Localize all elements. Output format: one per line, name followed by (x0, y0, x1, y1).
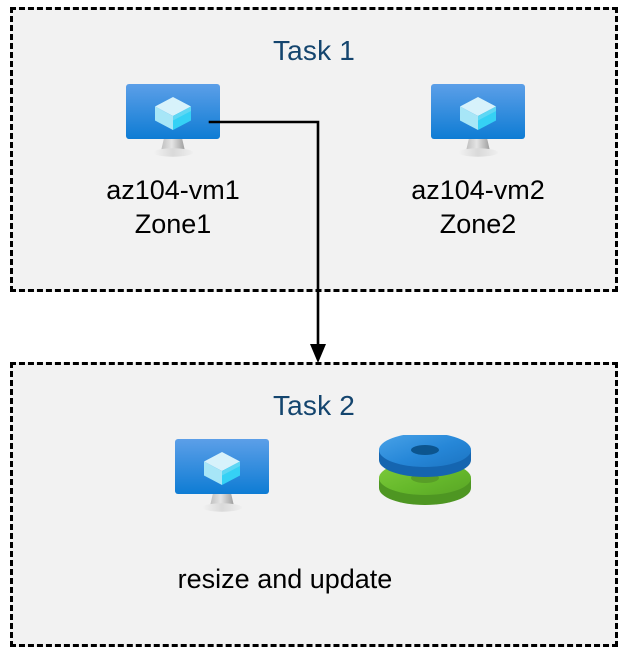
task-2-container: Task 2 (10, 362, 618, 647)
task-2-heading: Task 2 (272, 390, 356, 421)
azure-disks-icon (375, 435, 475, 515)
node-label-resize-and-update: resize and update (177, 564, 393, 594)
azure-virtual-machine-icon (428, 80, 528, 160)
task-1-container: Task 1 (10, 7, 618, 292)
task-1-heading: Task 1 (272, 35, 356, 66)
node-resize-and-update[interactable]: resize and update (95, 435, 475, 597)
azure-virtual-machine-icon (172, 435, 272, 515)
azure-virtual-machine-icon (123, 80, 223, 160)
node-label-az104-vm2: az104-vm2 Zone2 (411, 175, 545, 239)
node-az104-vm2[interactable]: az104-vm2 Zone2 (348, 80, 608, 242)
node-az104-vm1[interactable]: az104-vm1 Zone1 (43, 80, 303, 242)
task-2-icon-row (95, 435, 475, 515)
node-label-az104-vm1: az104-vm1 Zone1 (106, 175, 240, 239)
